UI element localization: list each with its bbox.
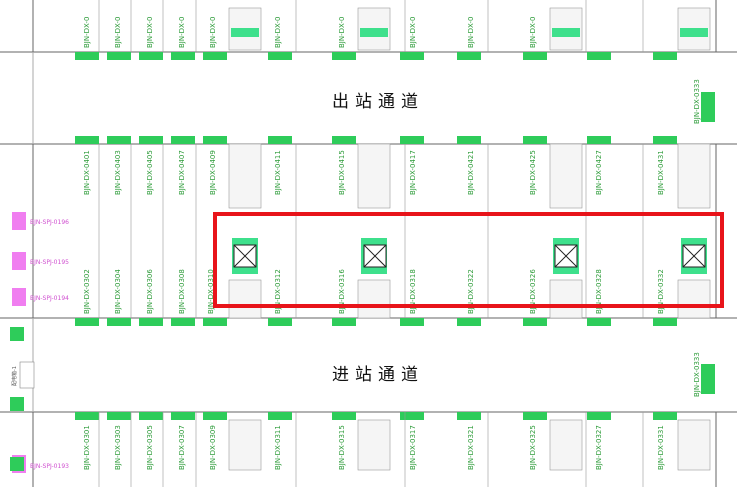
device-label: BJN-DX-0425 xyxy=(529,150,537,195)
row1-labels: BJN-DX-0 BJN-DX-0 BJN-DX-0 BJN-DX-0 BJN-… xyxy=(83,17,537,48)
device-label: BJN-DX-0401 xyxy=(83,150,91,195)
device-label: BJN-DX-0311 xyxy=(274,425,282,470)
device-label: BJN-DX-0427 xyxy=(595,150,603,195)
device-label: BJN-DX-0 xyxy=(114,17,122,48)
row2-bottom-labels: BJN-DX-0302 BJN-DX-0304 BJN-DX-0306 BJN-… xyxy=(83,269,665,314)
device-label: BJN-DX-0326 xyxy=(529,269,537,314)
device-label: BJN-DX-0331 xyxy=(657,425,665,470)
device-label: BJN-DX-0328 xyxy=(595,269,603,314)
left-label: BJN-SPJ-0194 xyxy=(30,295,69,302)
escalator xyxy=(677,143,711,319)
escalator-green-strip xyxy=(231,28,259,37)
left-label: BJN-SPJ-0193 xyxy=(30,463,69,470)
device-label: BJN-DX-0409 xyxy=(209,150,217,195)
escalator xyxy=(549,419,583,471)
device-label: BJN-DX-0302 xyxy=(83,269,91,314)
device-label: BJN-DX-0303 xyxy=(114,425,122,470)
device-label: BJN-DX-0322 xyxy=(467,269,475,314)
device-label: BJN-DX-0 xyxy=(529,17,537,48)
device-label: BJN-DX-0308 xyxy=(178,269,186,314)
device-label: BJN-DX-0310 xyxy=(207,269,215,314)
escalator-green-strip xyxy=(552,28,580,37)
left-panel-box: 配电箱-1 xyxy=(11,361,35,389)
device-label: BJN-DX-0332 xyxy=(657,269,665,314)
entry-right-device xyxy=(701,364,715,394)
pink-device xyxy=(12,288,26,306)
device-label: BJN-DX-0415 xyxy=(338,150,346,195)
panel-label: 配电箱-1 xyxy=(11,366,18,386)
device-label: BJN-DX-0317 xyxy=(409,425,417,470)
device-label: BJN-DX-0307 xyxy=(178,425,186,470)
escalator-green-strip xyxy=(360,28,388,37)
device-label: BJN-DX-0 xyxy=(178,17,186,48)
device-label: BJN-DX-0 xyxy=(274,17,282,48)
row3-escalators xyxy=(228,419,711,471)
device-label: BJN-DX-0 xyxy=(467,17,475,48)
device-label: BJN-DX-0 xyxy=(83,17,91,48)
elevator-icon xyxy=(233,244,257,268)
device-label: BJN-DX-0431 xyxy=(657,150,665,195)
device-label: BJN-DX-0321 xyxy=(467,425,475,470)
row1-dividers xyxy=(98,0,644,52)
row2-bottom-devices xyxy=(75,318,677,326)
device-label: BJN-DX-0325 xyxy=(529,425,537,470)
escalator xyxy=(357,419,391,471)
escalator xyxy=(228,143,262,319)
device-label: BJN-DX-0318 xyxy=(409,269,417,314)
elevators xyxy=(233,244,706,268)
device-label: BJN-DX-0 xyxy=(409,17,417,48)
device-label: BJN-DX-0405 xyxy=(146,150,154,195)
exit-corridor-label: 出站通道 xyxy=(332,92,424,112)
exit-right-label: BJN-DX-0333 xyxy=(693,79,701,124)
device-label: BJN-DX-0304 xyxy=(114,269,122,314)
row2-top-labels: BJN-DX-0401 BJN-DX-0403 BJN-DX-0405 BJN-… xyxy=(83,150,665,195)
elevator-icon xyxy=(363,244,387,268)
device-label: BJN-DX-0411 xyxy=(274,150,282,195)
device-label: BJN-DX-0327 xyxy=(595,425,603,470)
row2-top-devices xyxy=(75,136,677,144)
left-label: BJN-SPJ-0196 xyxy=(30,219,69,226)
elevator-icon xyxy=(554,244,578,268)
device-label: BJN-DX-0312 xyxy=(274,269,282,314)
escalator xyxy=(549,143,583,319)
escalator-green-strip xyxy=(680,28,708,37)
entry-right-label: BJN-DX-0333 xyxy=(693,352,701,397)
device-label: BJN-DX-0403 xyxy=(114,150,122,195)
device-label: BJN-DX-0417 xyxy=(409,150,417,195)
escalator xyxy=(677,419,711,471)
device-label: BJN-DX-0407 xyxy=(178,150,186,195)
pink-device xyxy=(12,212,26,230)
exit-right-device xyxy=(701,92,715,122)
row1-devices xyxy=(75,52,677,60)
device-label: BJN-DX-0421 xyxy=(467,150,475,195)
highlight-box xyxy=(213,212,724,308)
device-label: BJN-DX-0 xyxy=(209,17,217,48)
left-label: BJN-SPJ-0195 xyxy=(30,259,69,266)
device-label: BJN-DX-0 xyxy=(146,17,154,48)
device-label: BJN-DX-0306 xyxy=(146,269,154,314)
row2-dividers xyxy=(98,144,644,318)
left-green-devices xyxy=(10,327,24,471)
elevator-icon xyxy=(682,244,706,268)
device-label: BJN-DX-0305 xyxy=(146,425,154,470)
row1-escalators xyxy=(228,7,711,51)
row3-devices xyxy=(75,412,677,420)
device-label: BJN-DX-0309 xyxy=(209,425,217,470)
left-pink-devices: BJN-SPJ-0196 BJN-SPJ-0195 BJN-SPJ-0194 B… xyxy=(12,212,69,473)
escalator xyxy=(228,419,262,471)
device-label: BJN-DX-0316 xyxy=(338,269,346,314)
row3-labels: BJN-DX-0301 BJN-DX-0303 BJN-DX-0305 BJN-… xyxy=(83,425,665,470)
row3-dividers xyxy=(98,412,644,487)
device-label: BJN-DX-0315 xyxy=(338,425,346,470)
device-label: BJN-DX-0 xyxy=(338,17,346,48)
entry-corridor-label: 进站通道 xyxy=(332,365,424,385)
device-label: BJN-DX-0301 xyxy=(83,425,91,470)
pink-device xyxy=(12,252,26,270)
escalator xyxy=(357,143,391,319)
